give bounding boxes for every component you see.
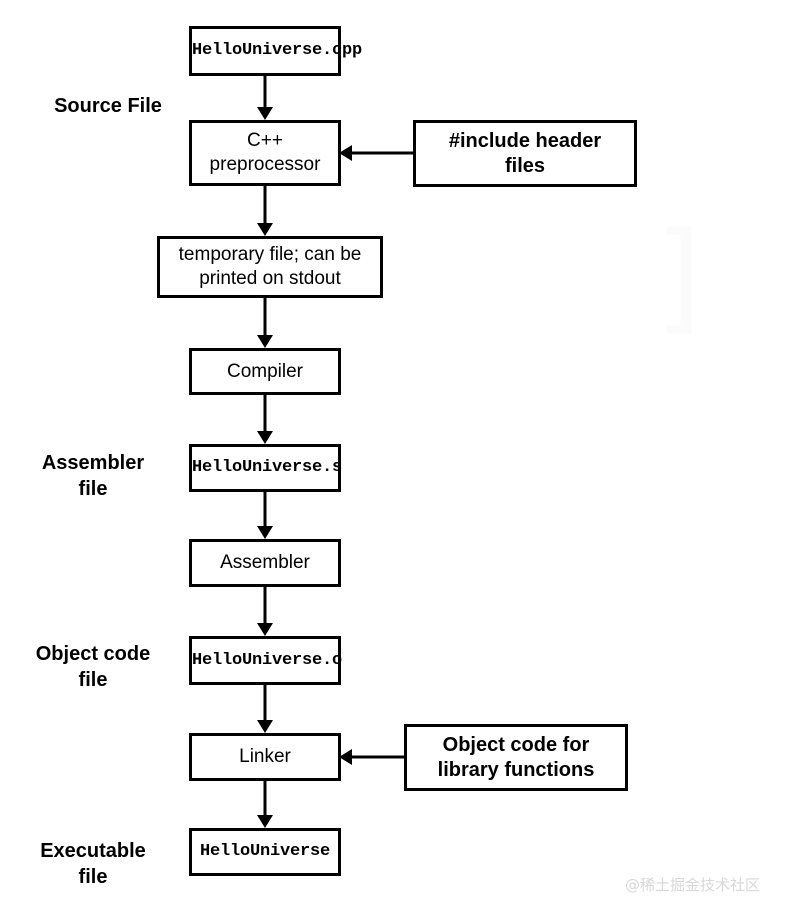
- node-executable: HelloUniverse: [189, 828, 341, 876]
- node-preprocessor: C++ preprocessor: [189, 120, 341, 186]
- stage-label-assembler-file: Assembler file: [41, 452, 145, 500]
- connector-assembly-to-assembler: [257, 492, 273, 539]
- connector-assembler-to-object: [257, 587, 273, 636]
- connector-compiler-to-assembly: [257, 395, 273, 444]
- node-assembler-label: Assembler: [220, 552, 310, 574]
- connector-object-to-linker: [257, 685, 273, 733]
- node-assembly-file-label: HelloUniverse.s: [192, 458, 343, 478]
- node-object-file: HelloUniverse.o: [189, 636, 343, 685]
- node-object-file-label: HelloUniverse.o: [192, 650, 343, 670]
- node-preprocessor-label: C++ preprocessor: [209, 130, 321, 175]
- stage-label-source-file: Source File: [54, 95, 162, 117]
- connector-source-to-preprocessor: [257, 76, 273, 120]
- stage-label-object-code-file: Object code file: [35, 643, 151, 691]
- node-source: HelloUniverse.cpp: [189, 26, 363, 76]
- connector-library-to-linker: [339, 749, 404, 765]
- node-assembler: Assembler: [189, 539, 341, 587]
- node-linker: Linker: [189, 733, 341, 781]
- faint-bracket: ]: [655, 208, 702, 347]
- connector-linker-to-executable: [257, 781, 273, 828]
- node-library-note: Object code for library functions: [404, 724, 628, 791]
- corner-watermark: @稀土掘金技术社区: [625, 876, 761, 894]
- node-library-note-label: Object code for library functions: [437, 733, 595, 781]
- node-linker-label: Linker: [239, 746, 291, 768]
- node-source-label: HelloUniverse.cpp: [192, 41, 363, 61]
- node-compiler-label: Compiler: [226, 360, 304, 382]
- stage-label-executable-file: Executable file: [40, 840, 146, 888]
- node-compiler: Compiler: [189, 348, 341, 395]
- node-assembly-file: HelloUniverse.s: [189, 444, 343, 492]
- connector-temp-to-compiler: [257, 298, 273, 348]
- node-temp-file-label: temporary file; can be printed on stdout: [178, 244, 362, 289]
- node-temp-file: temporary file; can be printed on stdout: [157, 236, 383, 298]
- connector-preprocessor-to-temp: [257, 186, 273, 236]
- connector-include-to-preprocessor: [339, 145, 413, 161]
- node-executable-label: HelloUniverse: [199, 842, 331, 862]
- node-include-note-label: #include header files: [448, 129, 602, 177]
- node-include-note: #include header files: [413, 120, 637, 187]
